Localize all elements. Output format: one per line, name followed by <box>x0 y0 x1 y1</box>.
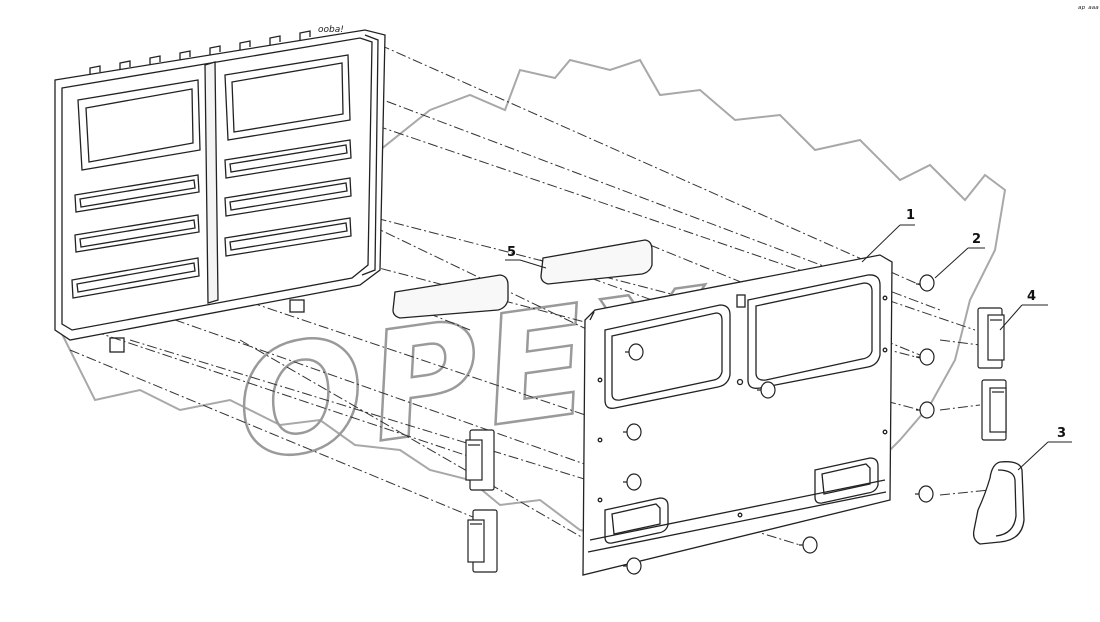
fastener <box>623 473 642 491</box>
fastener <box>799 536 818 554</box>
fastener <box>916 401 935 419</box>
callouts <box>505 224 1072 471</box>
part-5-pads <box>392 239 653 319</box>
bracket <box>981 379 1007 441</box>
fastener <box>757 381 776 399</box>
pad-lower <box>392 274 509 319</box>
frame-inscription: ooba! <box>318 25 344 35</box>
part-4-brackets <box>465 307 1007 573</box>
fastener <box>625 343 644 361</box>
fastener <box>623 557 642 575</box>
callout-1-label: 1 <box>906 208 915 223</box>
bracket <box>977 307 1005 369</box>
bracket <box>467 509 498 573</box>
corner-mark: ᵃᵖ ᵃᵃᵃ <box>1078 5 1099 15</box>
callout-labels: 1 2 3 4 5 <box>507 208 1066 441</box>
part-2-fasteners <box>623 274 935 575</box>
callout-4-label: 4 <box>1027 289 1036 304</box>
callout-3-label: 3 <box>1057 426 1066 441</box>
fastener <box>916 348 935 366</box>
cab-rear-frame: ooba! <box>54 25 386 353</box>
part-1-trim-panel <box>582 254 893 576</box>
callout-2-label: 2 <box>972 232 981 247</box>
fastener <box>915 485 934 503</box>
pad-upper <box>540 239 653 285</box>
fastener <box>623 423 642 441</box>
bracket <box>465 429 495 491</box>
part-3-corner-cover <box>972 461 1025 545</box>
callout-5-label: 5 <box>507 245 516 260</box>
fastener <box>916 274 935 292</box>
